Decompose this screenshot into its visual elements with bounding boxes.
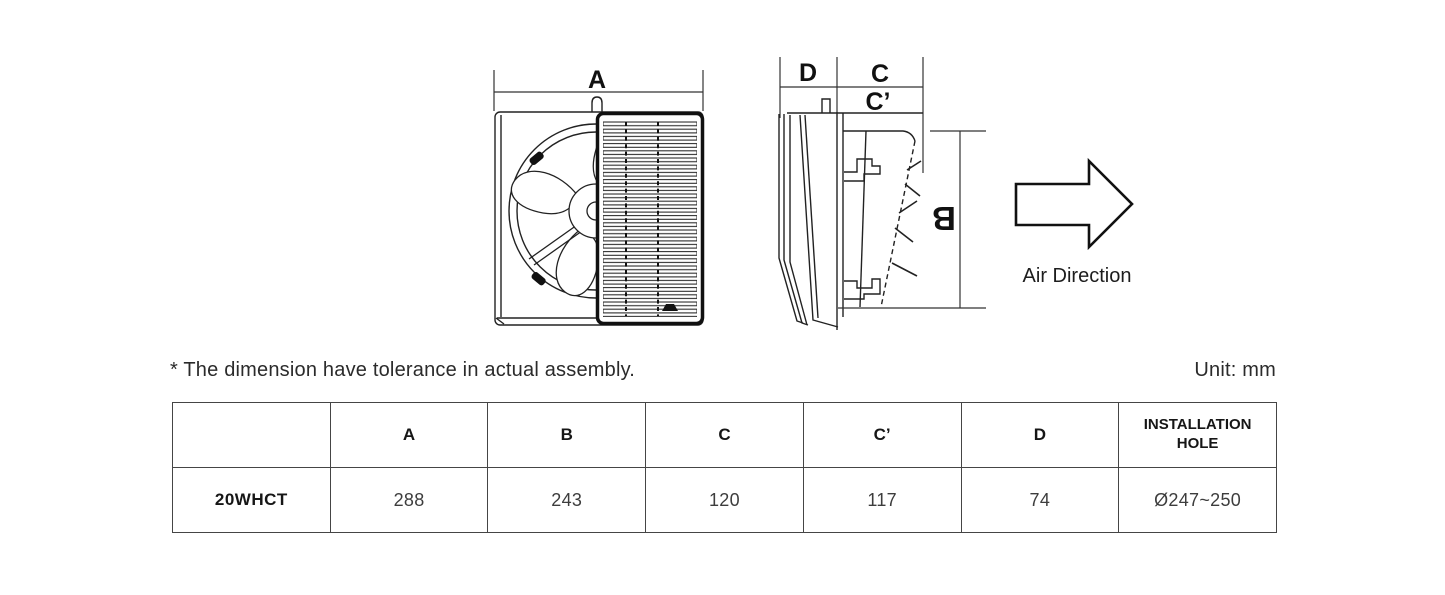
cell-installation-hole: Ø247~250 bbox=[1118, 467, 1277, 533]
col-header-model bbox=[172, 402, 331, 468]
dim-label-c: C bbox=[871, 60, 889, 88]
cell-d: 74 bbox=[960, 467, 1120, 533]
dim-label-d: D bbox=[799, 59, 817, 87]
dim-label-a: A bbox=[588, 66, 606, 94]
side-top-tab bbox=[821, 98, 831, 113]
dim-label-c-prime: C’ bbox=[866, 88, 891, 116]
col-header-c: C bbox=[645, 402, 804, 468]
cell-c-prime: 117 bbox=[802, 467, 962, 533]
dim-lines-a bbox=[493, 70, 704, 111]
unit-label: Unit: mm bbox=[1194, 359, 1276, 381]
shutter-profile bbox=[778, 114, 839, 328]
cell-a: 288 bbox=[329, 467, 489, 533]
air-direction-label: Air Direction bbox=[1023, 265, 1132, 287]
air-direction-arrow-icon bbox=[1014, 157, 1134, 251]
dimension-table: A B C C’ D INSTALLATION HOLE 20WHCT 288 … bbox=[172, 402, 1277, 533]
bracket-top bbox=[844, 158, 881, 182]
ring-clips bbox=[529, 151, 546, 286]
dim-lines-b bbox=[838, 130, 986, 309]
col-header-a: A bbox=[329, 402, 489, 468]
grille-latch bbox=[662, 304, 678, 311]
dim-label-b: B bbox=[932, 200, 956, 237]
bracket-bottom bbox=[844, 278, 881, 300]
col-header-installation-hole: INSTALLATION HOLE bbox=[1118, 402, 1277, 468]
louver-ticks bbox=[891, 160, 922, 277]
tolerance-note: * The dimension have tolerance in actual… bbox=[170, 359, 636, 381]
grille bbox=[595, 111, 705, 326]
cell-b: 243 bbox=[487, 467, 647, 533]
col-header-d: D bbox=[960, 402, 1120, 468]
table-header: A B C C’ D INSTALLATION HOLE bbox=[172, 402, 1277, 468]
front-view-drawing: A bbox=[493, 66, 705, 326]
table-row: 20WHCT 288 243 120 117 74 Ø247~250 bbox=[172, 467, 1277, 533]
col-header-b: B bbox=[487, 402, 647, 468]
side-view-drawing: D C C’ B bbox=[778, 57, 986, 330]
dim-lines-dc bbox=[779, 57, 924, 173]
top-tab bbox=[591, 96, 603, 112]
cell-model: 20WHCT bbox=[172, 467, 331, 533]
table-header-row: A B C C’ D INSTALLATION HOLE bbox=[172, 402, 1277, 468]
air-direction: Air Direction bbox=[1014, 157, 1134, 287]
dimension-diagram: A bbox=[493, 57, 1134, 330]
col-header-c-prime: C’ bbox=[802, 402, 962, 468]
cell-c: 120 bbox=[645, 467, 804, 533]
housing-profile bbox=[843, 130, 922, 308]
